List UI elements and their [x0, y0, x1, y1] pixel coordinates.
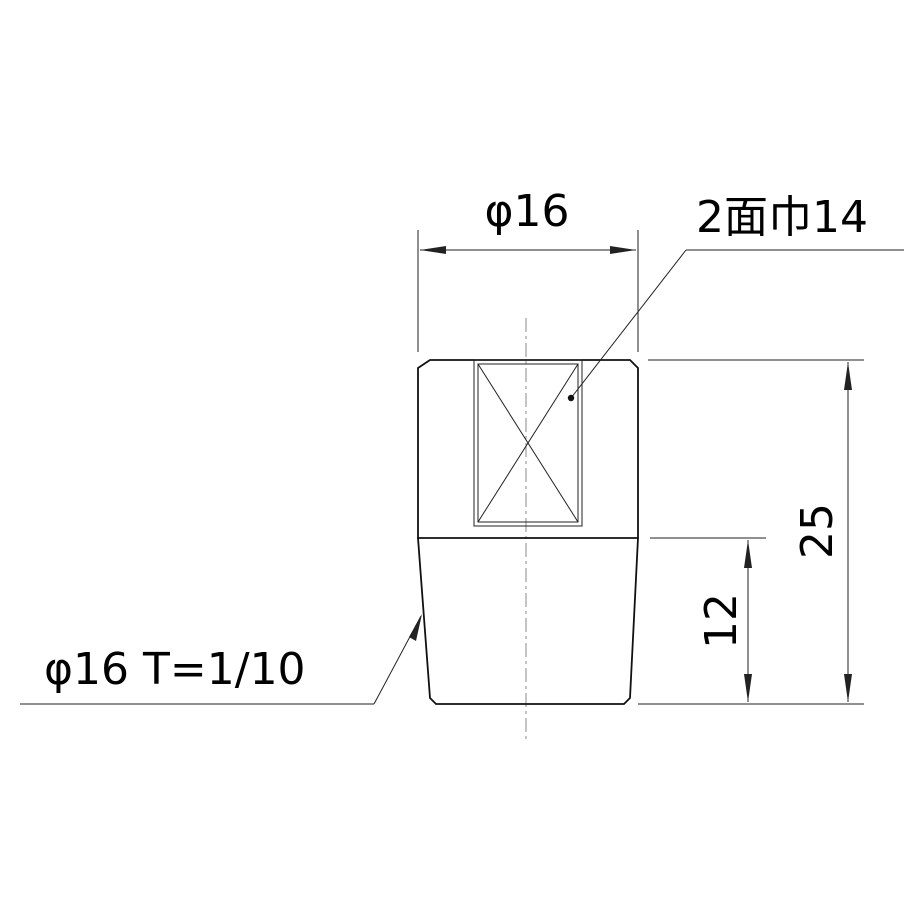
top-diameter-label: φ16	[484, 186, 569, 237]
flats-label: 2面巾14	[696, 192, 868, 243]
lower-height-arrow-top	[744, 540, 752, 568]
flats-diagonal-2	[477, 363, 579, 523]
top-dim-arrow-right	[610, 246, 636, 254]
flats-rect-inner	[477, 363, 579, 523]
overall-height-label: 25	[792, 503, 843, 559]
hex-section-outline	[417, 359, 639, 539]
overall-height-arrow-bottom	[844, 674, 852, 702]
tapered-section-outline	[417, 537, 639, 705]
flats-leader-diagonal	[570, 249, 687, 399]
overall-height-arrow-top	[844, 362, 852, 390]
flats-rect-outer	[473, 359, 583, 527]
lower-height-label: 12	[696, 593, 747, 649]
taper-label: φ16 T=1/10	[44, 644, 306, 695]
top-dim-arrow-left	[420, 246, 446, 254]
flats-leader-dot	[567, 394, 575, 402]
lower-height-arrow-bottom	[744, 674, 752, 702]
taper-leader-arrow	[409, 614, 422, 641]
